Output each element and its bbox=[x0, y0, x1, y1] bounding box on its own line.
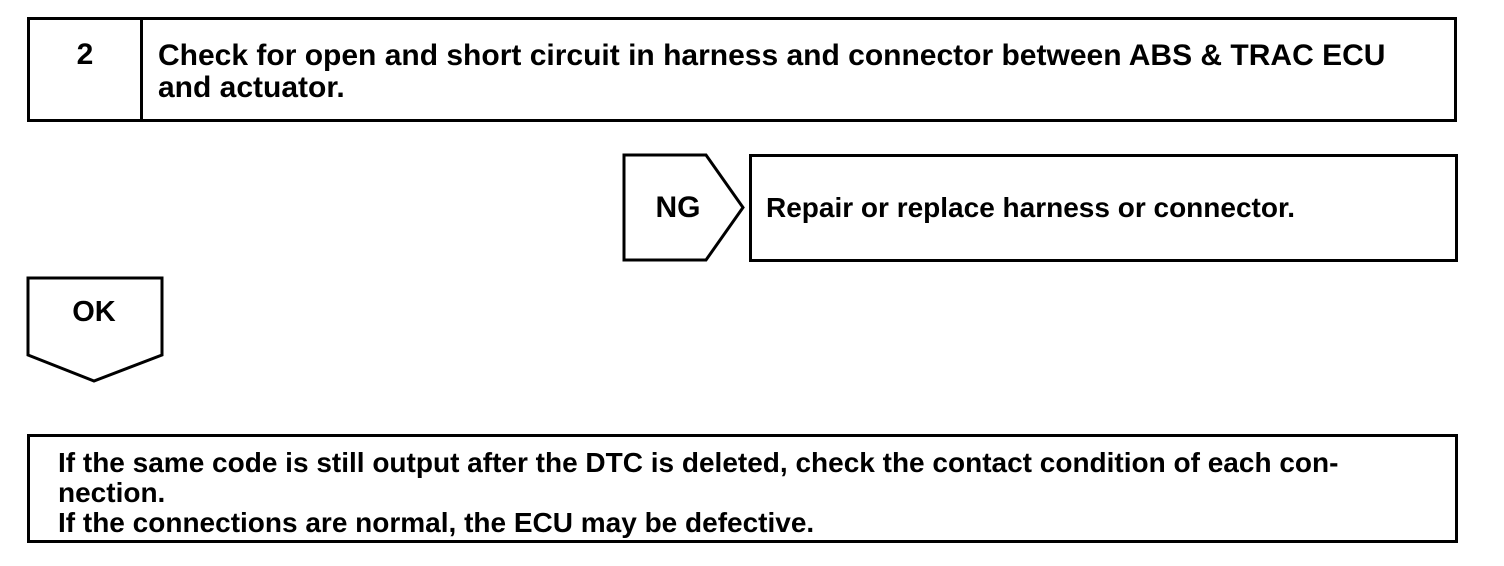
step-box: 2 Check for open and short circuit in ha… bbox=[27, 17, 1457, 122]
ok-arrow-shape bbox=[26, 276, 164, 383]
ng-action-text: Repair or replace harness or connector. bbox=[766, 192, 1296, 223]
step-number: 2 bbox=[30, 20, 143, 119]
note-line-3: If the connections are normal, the ECU m… bbox=[58, 507, 815, 538]
note-box: If the same code is still output after t… bbox=[27, 434, 1458, 543]
ok-label: OK bbox=[72, 296, 116, 328]
note-line-1: If the same code is still output after t… bbox=[58, 447, 1339, 478]
step-instruction: Check for open and short circuit in harn… bbox=[158, 39, 1386, 104]
ng-arrow-shape bbox=[622, 153, 745, 262]
ng-action-box: Repair or replace harness or connector. bbox=[749, 154, 1458, 262]
ng-label: NG bbox=[655, 190, 701, 224]
note-line-2: nection. bbox=[58, 477, 166, 508]
